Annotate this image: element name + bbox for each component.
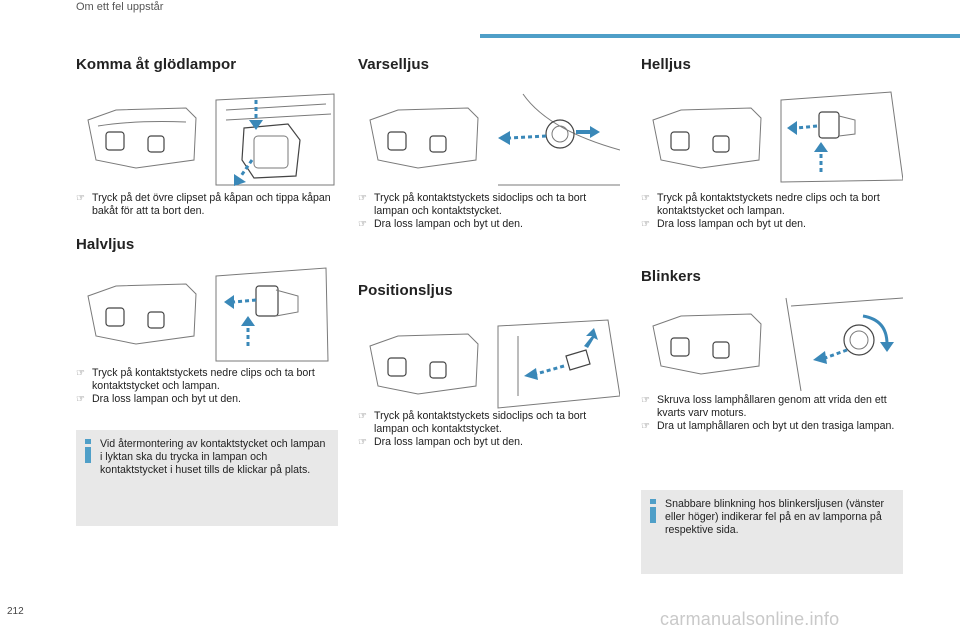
watermark: carmanualsonline.info [660,609,840,629]
pointing-hand-icon: ☞ [358,437,367,448]
headlamp-small-drawing [87,283,197,345]
steps-helljus: ☞Tryck på kontaktstyckets nedre clips oc… [641,192,903,231]
info-note-halvljus: Vid återmontering av kontaktstycket och … [76,430,338,526]
illustration-halvljus [76,266,338,366]
steps-positionsljus: ☞Tryck på kontaktstyckets sidoclips och … [358,410,620,449]
step-item: ☞Dra loss lampan och byt ut den. [76,393,241,405]
pointing-hand-icon: ☞ [358,219,367,230]
pointing-hand-icon: ☞ [76,368,85,379]
step-item: ☞Tryck på det övre clipset på kåpan och … [76,192,331,217]
step-item: ☞Dra loss lampan och byt ut den. [358,436,523,448]
step-item: ☞Tryck på kontaktstyckets nedre clips oc… [76,367,315,392]
arrow-up-icon [814,142,828,172]
section-title-helljus: Helljus [641,56,691,73]
page-header-title: Om ett fel uppstår [76,1,164,13]
pointing-hand-icon: ☞ [358,193,367,204]
steps-blinkers: ☞Skruva loss lamphållaren genom att vrid… [641,394,903,433]
section-title-komma: Komma åt glödlampor [76,56,237,73]
headlamp-small-drawing [369,333,479,395]
arrow-left-icon [498,131,547,145]
steps-halvljus: ☞Tryck på kontaktstyckets nedre clips oc… [76,367,338,406]
headlamp-small-drawing [652,107,762,169]
illustration-positionsljus [358,316,620,416]
note-text: Snabbare blinkning hos blinkersljusen (v… [665,498,885,536]
pointing-hand-icon: ☞ [76,193,85,204]
section-title-positionsljus: Positionsljus [358,282,453,299]
section-komma: Komma åt glödlampor [76,56,338,73]
section-positionsljus: Positionsljus [358,282,620,299]
rotate-arrow-icon [862,314,894,352]
section-title-halvljus: Halvljus [76,236,135,253]
step-item: ☞Dra ut lamphållaren och byt ut den tras… [641,420,895,432]
headlamp-small-drawing [87,107,197,169]
section-title-varselljus: Varselljus [358,56,430,73]
section-halvljus: Halvljus [76,236,338,253]
arrow-down-icon [249,100,263,130]
arrow-left-icon [787,121,818,135]
step-item: ☞Tryck på kontaktstyckets sidoclips och … [358,410,587,435]
steps-varselljus: ☞Tryck på kontaktstyckets sidoclips och … [358,192,620,231]
page-number: 212 [7,606,24,617]
pointing-hand-icon: ☞ [641,395,650,406]
headlamp-detail-drawing [498,93,620,186]
headlamp-small-drawing [369,107,479,169]
headlamp-detail-drawing [785,297,903,392]
section-helljus: Helljus [641,56,903,73]
headlamp-detail-drawing [497,319,620,409]
arrow-left-icon [813,348,848,364]
pointing-hand-icon: ☞ [76,394,85,405]
illustration-komma [76,90,338,190]
section-blinkers: Blinkers [641,268,903,285]
headlamp-detail-drawing [215,267,329,362]
note-text: Vid återmontering av kontaktstycket och … [100,438,326,476]
steps-komma: ☞Tryck på det övre clipset på kåpan och … [76,192,338,218]
arrow-up-icon [241,316,255,346]
step-item: ☞Tryck på kontaktstyckets sidoclips och … [358,192,587,217]
info-note-blinkers: Snabbare blinkning hos blinkersljusen (v… [641,490,903,574]
pointing-hand-icon: ☞ [641,219,650,230]
headlamp-detail-drawing [780,91,903,183]
pointing-hand-icon: ☞ [358,411,367,422]
step-item: ☞Dra loss lampan och byt ut den. [358,218,523,230]
arrow-down-left-icon [234,159,254,186]
section-varselljus: Varselljus [358,56,620,73]
arrow-left-icon [224,295,257,309]
step-item: ☞Skruva loss lamphållaren genom att vrid… [641,394,887,419]
pointing-hand-icon: ☞ [641,421,650,432]
step-item: ☞Dra loss lampan och byt ut den. [641,218,806,230]
arrow-left-icon [524,364,565,380]
info-icon [85,439,91,463]
illustration-helljus [641,90,903,190]
section-title-blinkers: Blinkers [641,268,701,285]
step-item: ☞Tryck på kontaktstyckets nedre clips oc… [641,192,880,217]
headlamp-small-drawing [652,313,762,375]
illustration-blinkers [641,296,903,396]
arrow-up-right-icon [584,328,598,348]
pointing-hand-icon: ☞ [641,193,650,204]
header-accent-bar [480,34,960,38]
illustration-varselljus [358,90,620,190]
headlamp-detail-drawing [215,93,335,186]
info-icon [650,499,656,523]
arrow-right-icon [576,126,600,138]
